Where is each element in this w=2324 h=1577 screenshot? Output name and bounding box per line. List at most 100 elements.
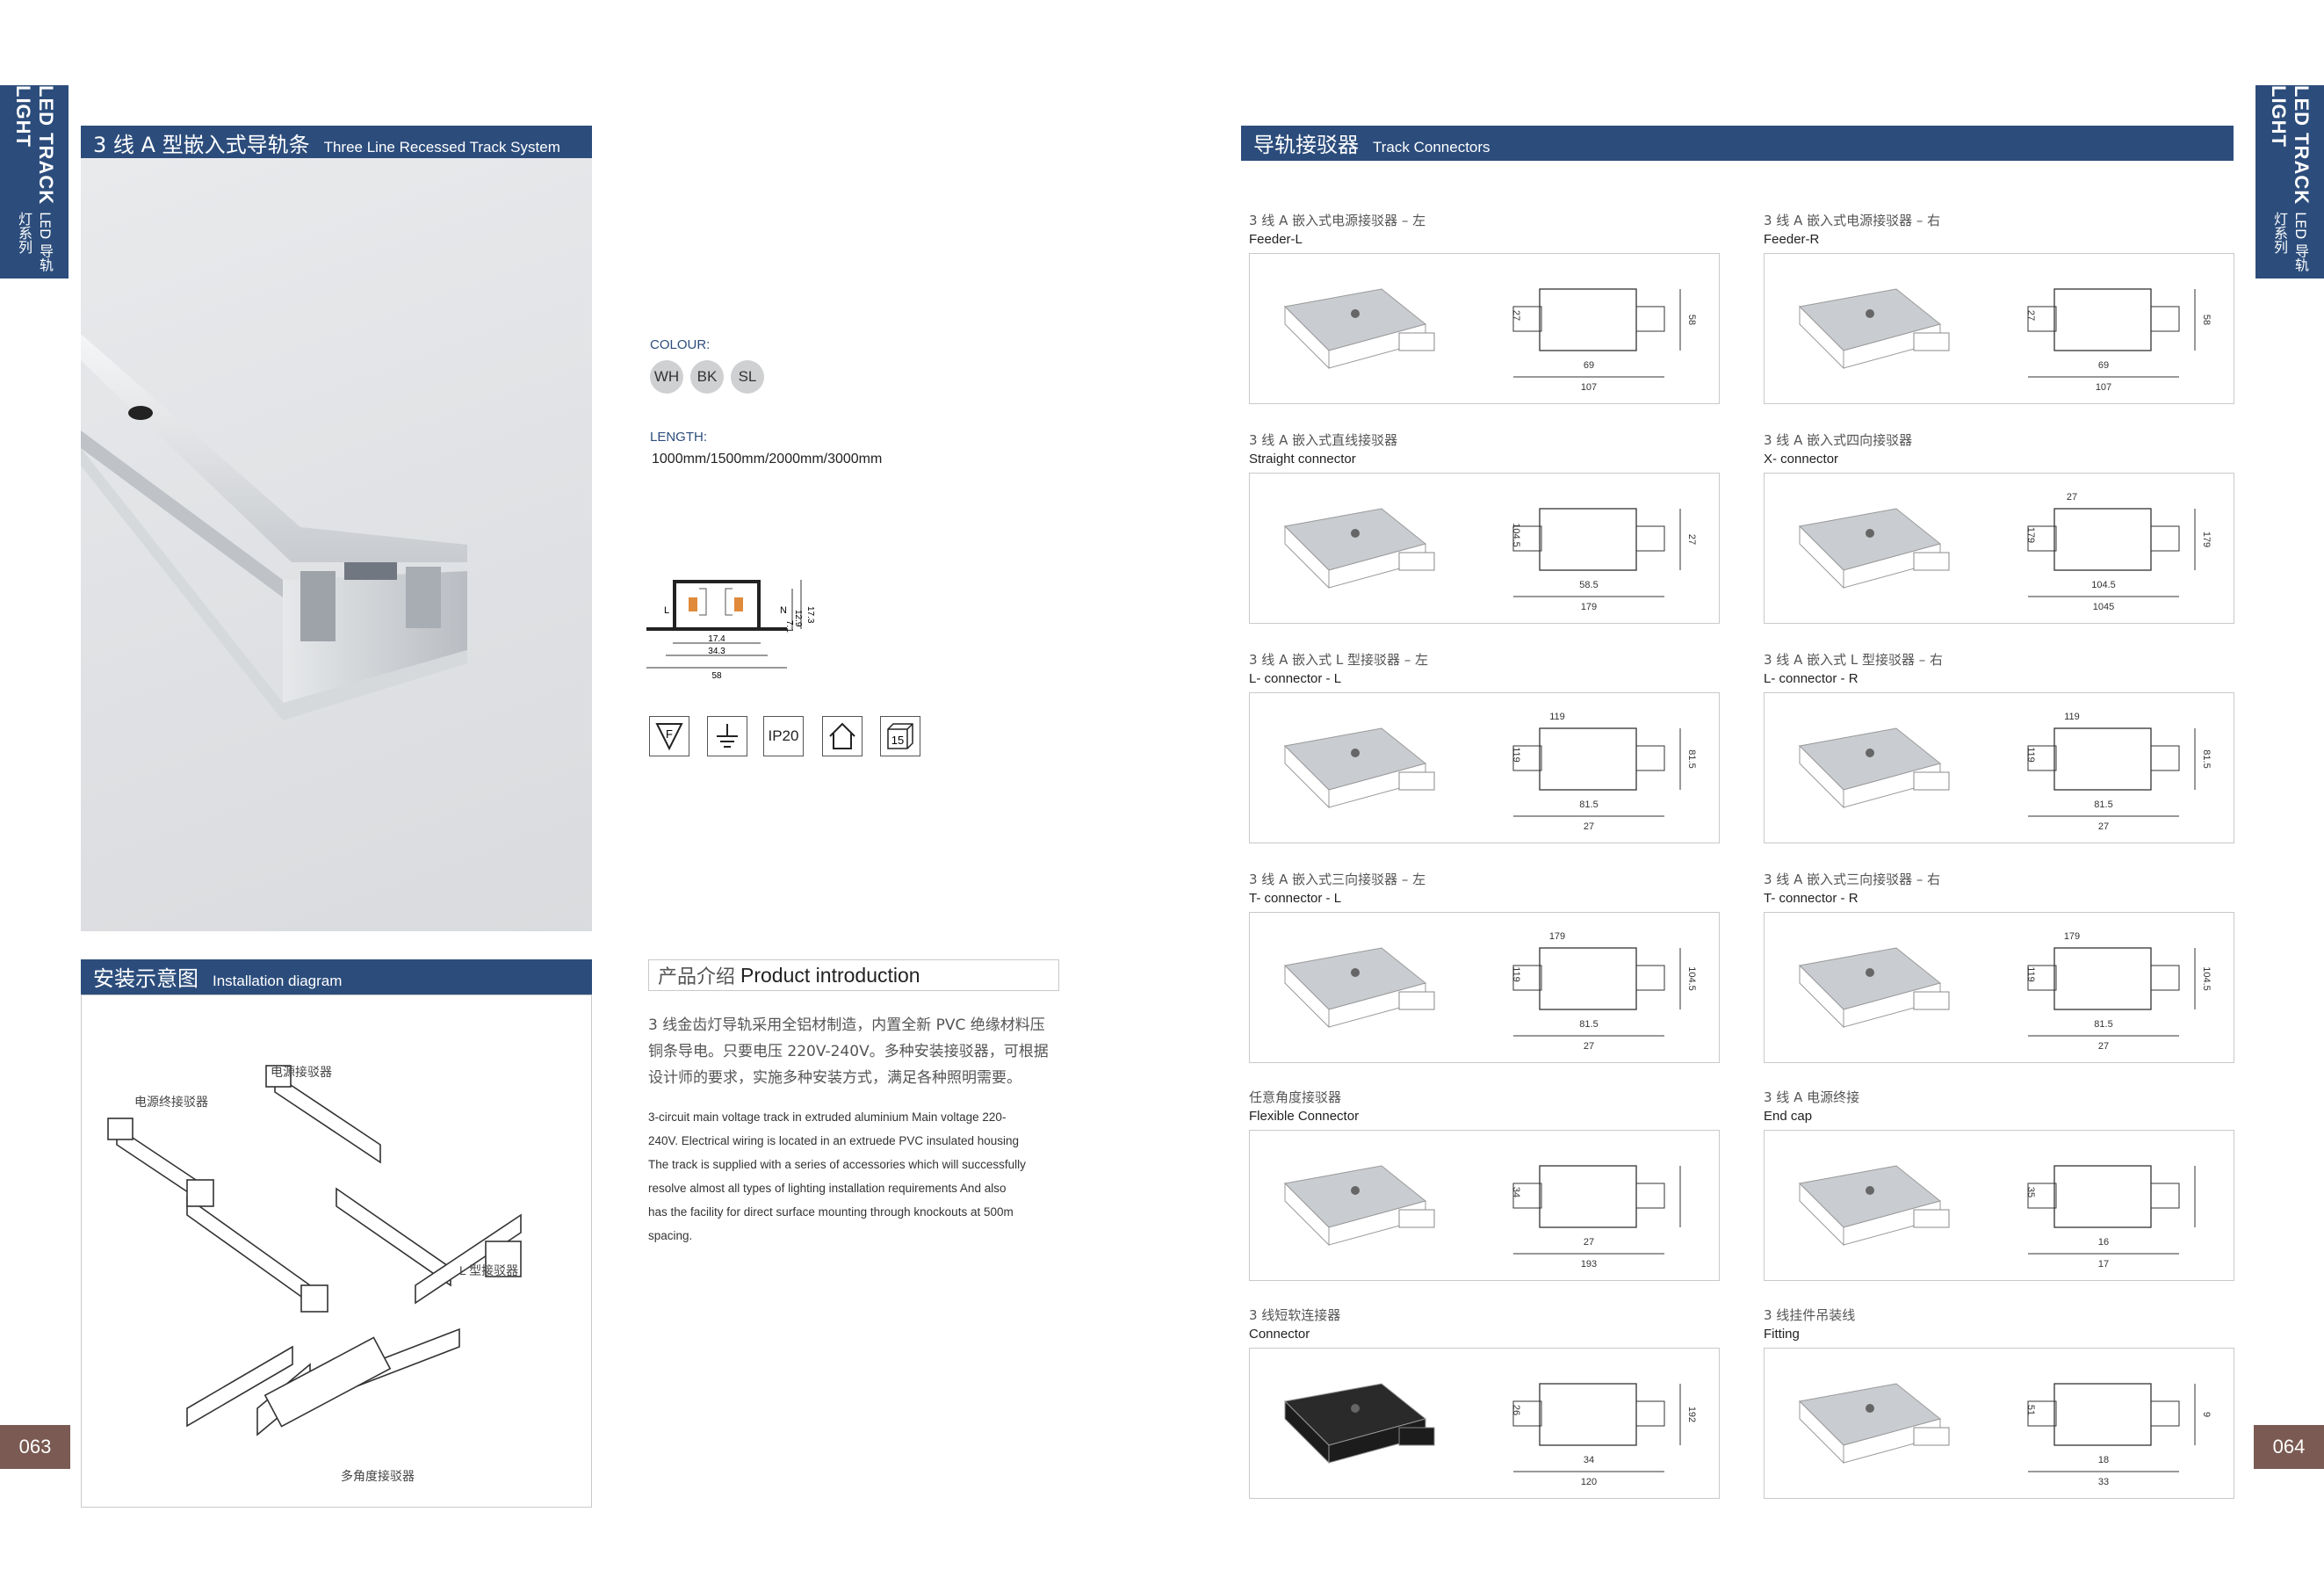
dimension-label: 192 — [1686, 1407, 1697, 1422]
connector-name-en: End cap — [1764, 1109, 1813, 1124]
dimension-label: 1045 — [2093, 602, 2114, 612]
dimension-label: 81.5 — [1579, 799, 1598, 810]
connector-name-en: T- connector - L — [1249, 891, 1342, 906]
connector-name-cn: 3 线挂件吊装线 — [1764, 1307, 1856, 1323]
product-render — [1798, 508, 1950, 590]
dimension-label: 179 — [1549, 931, 1565, 942]
dimension-label: 58 — [2201, 315, 2212, 325]
dimension-label: 27 — [1511, 310, 1521, 321]
dimension-label: 107 — [1581, 382, 1597, 393]
connector-name-cn: 3 线 A 嵌入式四向接驳器 — [1764, 432, 1913, 448]
installation-title-en: Installation diagram — [213, 973, 343, 989]
ip20-icon: IP20 — [763, 716, 804, 756]
connector-name-cn: 任意角度接驳器 — [1249, 1089, 1342, 1105]
years-icon: 15 — [880, 716, 920, 756]
connector-name-cn: 3 线 A 嵌入式三向接驳器 – 左 — [1249, 872, 1426, 887]
connector-name-en: L- connector - R — [1764, 671, 1858, 686]
profile-live-label: L — [664, 605, 669, 616]
connector-name-en: X- connector — [1764, 452, 1839, 467]
technical-drawing: 119 81.5 27 104.5 179 — [1511, 931, 1697, 1052]
colour-option-wh[interactable]: WH — [650, 360, 683, 394]
technical-drawing: 27 69 107 58 — [1511, 288, 1697, 393]
install-label-multi-angle: 多角度接驳器 — [341, 1469, 415, 1483]
dimension-label: 119 — [1511, 966, 1521, 982]
dimension-label: 119 — [1549, 712, 1565, 722]
page-number-left: 063 — [0, 1425, 70, 1469]
connector-drawing: 34 27 193 — [1283, 1165, 1681, 1270]
colour-option-sl[interactable]: SL — [731, 360, 764, 394]
indoor-icon — [822, 716, 862, 756]
connector-name-cn: 3 线 A 嵌入式电源接驳器 – 左 — [1249, 213, 1426, 228]
header-title-cn: 导轨接驳器 — [1253, 133, 1359, 157]
installation-title-cn: 安装示意图 — [93, 966, 198, 991]
dimension-label: 27 — [1686, 534, 1697, 545]
dimension-label: 104.5 — [1511, 523, 1521, 547]
product-render — [1283, 1383, 1435, 1465]
dimension-label: 119 — [2025, 747, 2036, 763]
connector-name-cn: 3 线 A 嵌入式 L 型接驳器 – 左 — [1249, 652, 1429, 668]
dimension-label: 119 — [2025, 966, 2036, 982]
dimension-label: 119 — [1511, 747, 1521, 763]
connector-drawing: 27 69 107 58 — [1283, 288, 1697, 393]
intro-title-en: Product introduction — [740, 963, 920, 987]
intro-text-cn: 3 线金齿灯导轨采用全铝材制造，内置全新 PVC 绝缘材料压 铜条导电。只要电压… — [648, 1016, 1049, 1087]
profile-neutral-label: N — [780, 605, 787, 616]
installation-drawing: 电源终接驳器 电源接驳器 L 型接驳器 多角度接驳器 — [107, 1065, 522, 1483]
dimension-label: 34 — [1511, 1187, 1521, 1197]
product-render — [1283, 1165, 1435, 1247]
profile-dim-e: 12.9 — [793, 610, 803, 627]
dimension-label: 104.5 — [1686, 966, 1697, 991]
dimension-label: 179 — [2201, 532, 2212, 547]
installation-header: 安装示意图 Installation diagram — [81, 959, 592, 995]
dimension-label: 27 — [1584, 1041, 1594, 1052]
installation-diagram: 电源终接驳器 电源接驳器 L 型接驳器 多角度接驳器 — [81, 995, 592, 1508]
connector-name-cn: 3 线 A 嵌入式直线接驳器 — [1249, 432, 1398, 448]
connector-name-en: T- connector - R — [1764, 891, 1858, 906]
colour-label: COLOUR: — [650, 337, 711, 352]
dimension-label: 51 — [2025, 1405, 2036, 1415]
connector-name-cn: 3 线 A 嵌入式 L 型接驳器 – 右 — [1764, 652, 1944, 668]
spine-title-cn: LED 导轨灯系列 — [16, 211, 54, 272]
connector-name-en: Flexible Connector — [1249, 1109, 1360, 1124]
dimension-label: 58 — [1686, 315, 1697, 325]
dimension-label: 27 — [1584, 1237, 1594, 1248]
colour-option-bk[interactable]: BK — [690, 360, 724, 394]
page-number-right: 064 — [2254, 1425, 2324, 1469]
ground-icon — [707, 716, 747, 756]
connector-name-en: Feeder-L — [1249, 232, 1303, 247]
product-render — [1798, 727, 1950, 809]
header-title-en: Track Connectors — [1373, 139, 1490, 156]
dimension-label: 27 — [2025, 310, 2036, 321]
profile-dim-d: 17.3 — [805, 606, 815, 624]
connector-drawing-box: 119 81.5 27 104.5 179 — [1249, 912, 1720, 1063]
connector-drawing: 119 81.5 27 104.5 179 — [1283, 931, 1697, 1052]
dimension-label: 193 — [1581, 1259, 1597, 1270]
dimension-label: 17 — [2098, 1259, 2109, 1270]
connector-name-cn: 3 线 A 电源终接 — [1764, 1089, 1860, 1105]
dimension-label: 81.5 — [1579, 1019, 1598, 1030]
dimension-label: 69 — [1584, 360, 1594, 371]
dimension-label: 81.5 — [2094, 1019, 2112, 1030]
install-label-feeder: 电源接驳器 — [271, 1065, 332, 1079]
install-label-l-connector: L 型接驳器 — [459, 1263, 518, 1277]
connector-name-cn: 3 线短软连接器 — [1249, 1307, 1341, 1323]
product-render — [1798, 1383, 1950, 1465]
colour-options: WH BK SL — [650, 360, 771, 394]
connector-name-en: L- connector - L — [1249, 671, 1342, 686]
product-render — [1283, 947, 1435, 1029]
profile-dim-c: 58 — [711, 671, 722, 681]
